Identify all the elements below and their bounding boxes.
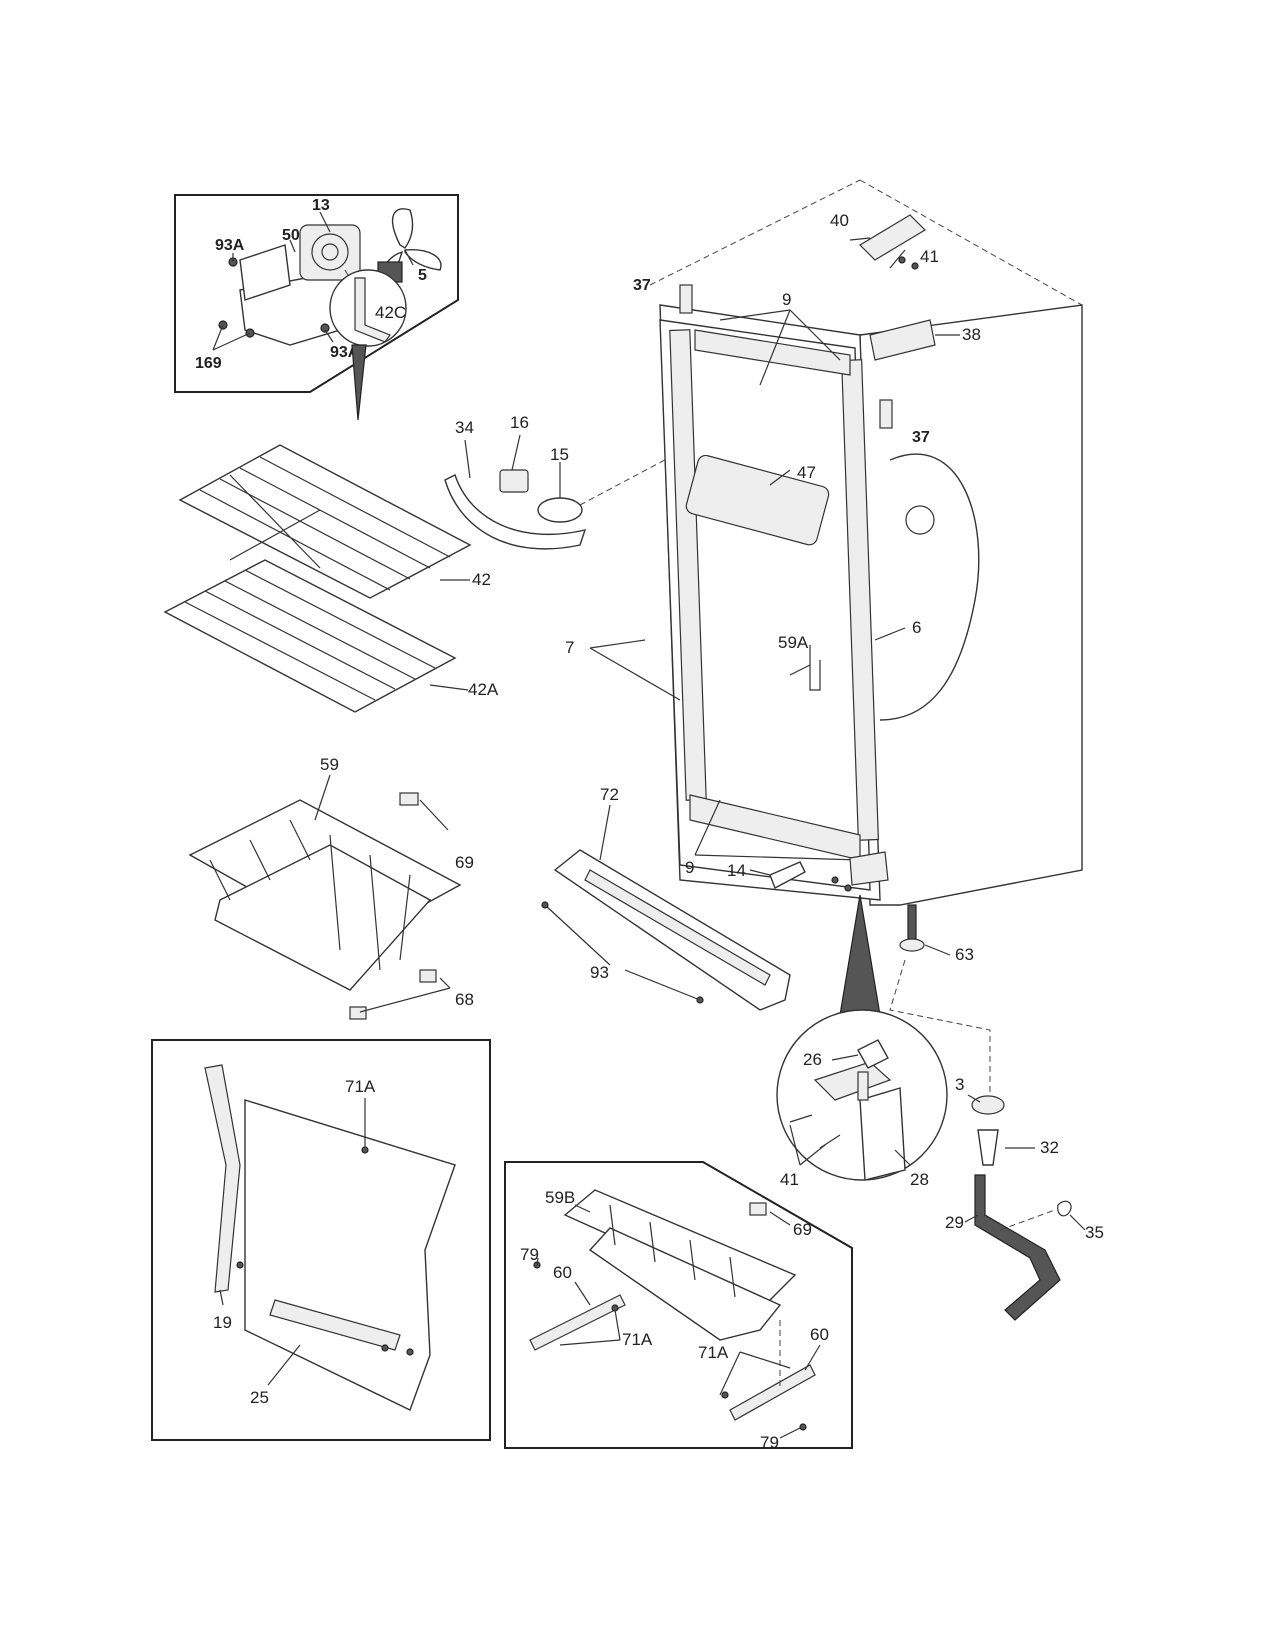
callout-5: 5 <box>418 267 427 284</box>
callout-15: 15 <box>550 445 569 464</box>
callout-35: 35 <box>1085 1223 1104 1242</box>
wire-basket: 59 69 68 <box>188 755 474 1020</box>
callout-71a: 71A <box>345 1077 376 1096</box>
callout-25: 25 <box>250 1388 269 1407</box>
fan-motor-inset: 13 50 93A 5 169 93A <box>174 194 459 393</box>
callout-169: 169 <box>195 355 222 372</box>
callout-14: 14 <box>727 861 746 880</box>
callout-7: 7 <box>565 638 574 657</box>
sliding-basket <box>563 1189 797 1341</box>
shelf-support-magnifier: 42C <box>329 269 407 421</box>
lower-hinge-small <box>831 851 889 892</box>
callout-41: 41 <box>780 1170 799 1189</box>
sliding-basket-inset: 59B 69 79 60 71A 60 71A 79 <box>504 1161 853 1452</box>
callout-59a: 59A <box>778 633 809 652</box>
callout-71a: 71A <box>622 1330 653 1349</box>
callout-71a: 71A <box>698 1343 729 1362</box>
callout-93a: 93A <box>215 237 245 254</box>
callout-72: 72 <box>600 785 619 804</box>
callout-60: 60 <box>553 1263 572 1282</box>
callout-40: 40 <box>830 211 849 230</box>
callout-42a: 42A <box>468 680 499 699</box>
callout-29: 29 <box>945 1213 964 1232</box>
callout-50: 50 <box>282 227 300 244</box>
callout-34: 34 <box>455 418 474 437</box>
toe-grille: 72 93 <box>541 785 791 1011</box>
callout-16: 16 <box>510 413 529 432</box>
callout-19: 19 <box>213 1313 232 1332</box>
callout-63: 63 <box>955 945 974 964</box>
callout-69: 69 <box>793 1220 812 1239</box>
leveling-leg: 63 <box>899 904 974 964</box>
callout-47: 47 <box>797 463 816 482</box>
wire-shelf-lower <box>163 559 457 713</box>
fan-motor <box>299 224 361 281</box>
door-switch: 14 <box>727 861 806 889</box>
callout-41: 41 <box>920 247 939 266</box>
drain-assembly: 3 32 29 35 <box>889 959 1104 1321</box>
hinge-magnifier: 26 41 28 <box>776 894 948 1189</box>
callout-79: 79 <box>760 1433 779 1452</box>
callout-42c: 42C <box>375 303 406 322</box>
callout-9: 9 <box>685 858 694 877</box>
callout-68: 68 <box>455 990 474 1009</box>
callout-93: 93 <box>590 963 609 982</box>
callout-37: 37 <box>633 277 651 294</box>
light-assembly: 34 16 15 <box>444 413 741 550</box>
callout-69: 69 <box>455 853 474 872</box>
callout-32: 32 <box>1040 1138 1059 1157</box>
callout-60: 60 <box>810 1325 829 1344</box>
panel-inset: 71A 19 25 <box>151 1039 491 1441</box>
callout-6: 6 <box>912 618 921 637</box>
freezer-cabinet: 40 41 38 37 37 9 47 59A 7 6 9 <box>565 179 1083 906</box>
callout-9: 9 <box>782 290 791 309</box>
callout-37: 37 <box>912 429 930 446</box>
wire-shelf-upper <box>178 444 472 599</box>
callout-3: 3 <box>955 1075 964 1094</box>
callout-26: 26 <box>803 1050 822 1069</box>
callout-59: 59 <box>320 755 339 774</box>
callout-59b: 59B <box>545 1188 575 1207</box>
callout-42: 42 <box>472 570 491 589</box>
callout-79: 79 <box>520 1245 539 1264</box>
callout-13: 13 <box>312 197 330 214</box>
callout-38: 38 <box>962 325 981 344</box>
callout-28: 28 <box>910 1170 929 1189</box>
